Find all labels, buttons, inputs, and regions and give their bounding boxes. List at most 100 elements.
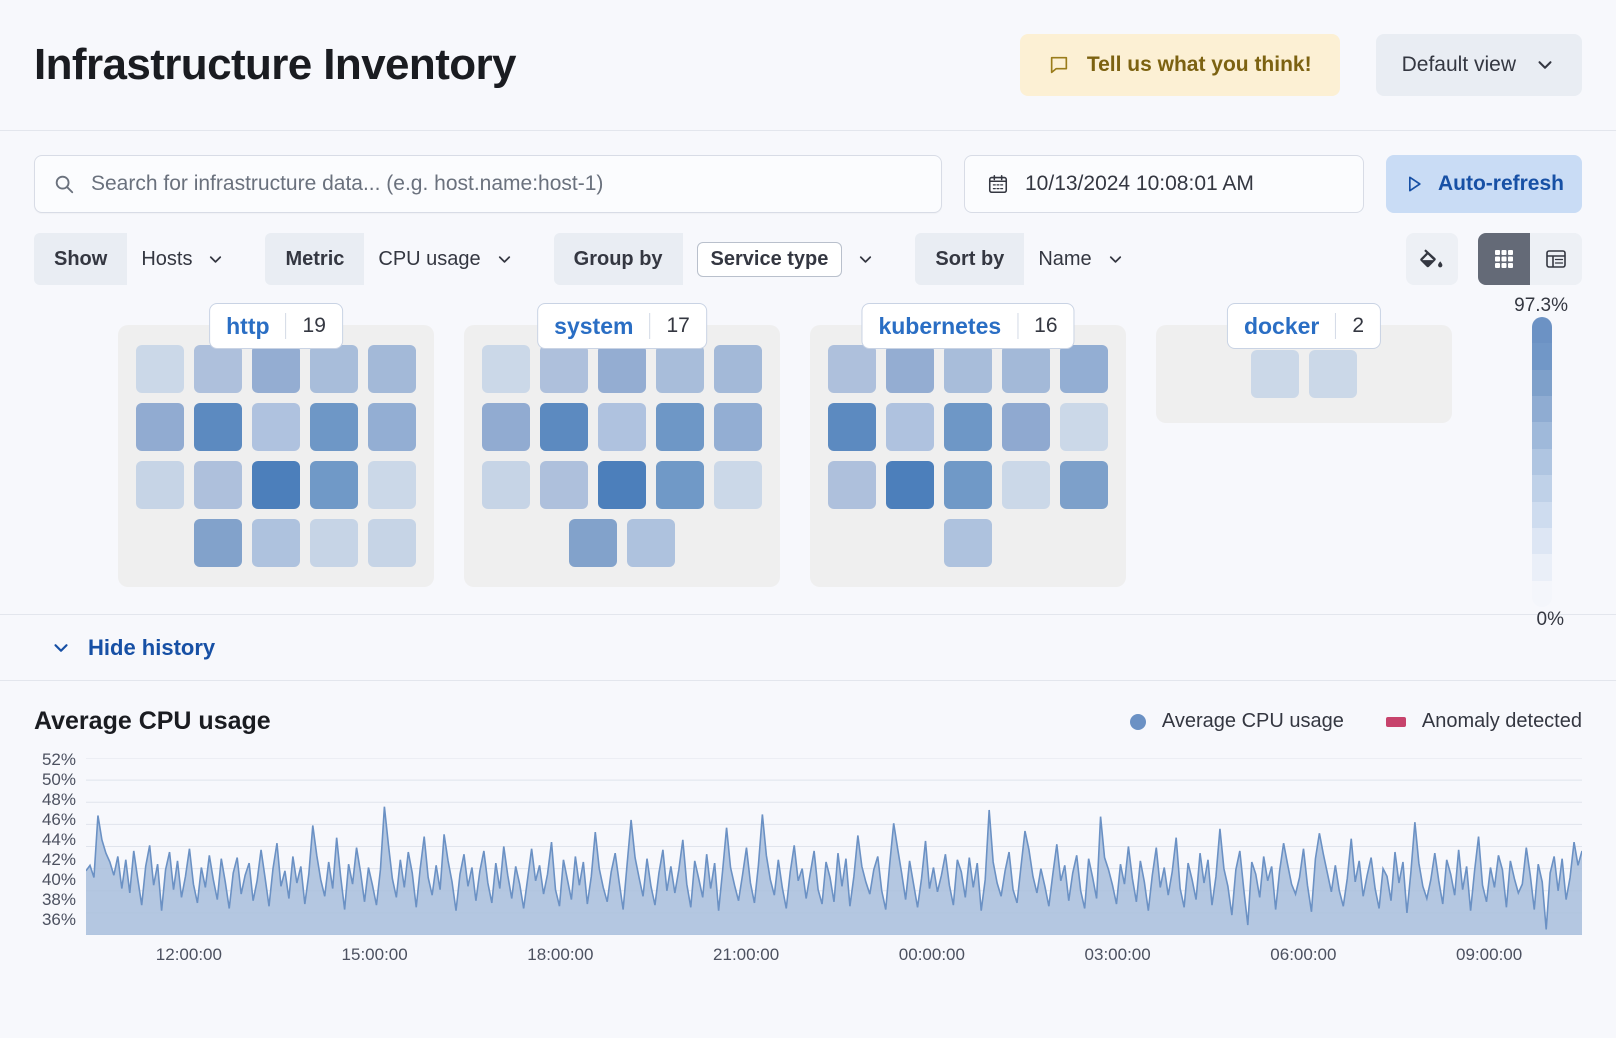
legend-min-label: 0% xyxy=(1536,609,1564,630)
node-cell[interactable] xyxy=(1002,461,1050,509)
node-cell[interactable] xyxy=(656,403,704,451)
node-cell[interactable] xyxy=(136,461,184,509)
group-count-label: 17 xyxy=(649,312,705,340)
node-cell[interactable] xyxy=(569,519,617,567)
node-cell[interactable] xyxy=(886,345,934,393)
node-cell[interactable] xyxy=(194,403,242,451)
node-cell[interactable] xyxy=(714,403,762,451)
node-cell[interactable] xyxy=(1060,461,1108,509)
group-name-label: kubernetes xyxy=(878,312,1002,339)
group-name-label: http xyxy=(226,312,270,339)
node-cell[interactable] xyxy=(252,345,300,393)
filter-group-by: Group by Service type xyxy=(553,233,894,285)
node-cell[interactable] xyxy=(944,403,992,451)
header-actions: Tell us what you think! Default view xyxy=(1019,34,1582,96)
node-cell[interactable] xyxy=(598,403,646,451)
page-title: Infrastructure Inventory xyxy=(34,40,517,89)
node-cell[interactable] xyxy=(598,345,646,393)
search-input[interactable] xyxy=(91,172,923,196)
node-cell[interactable] xyxy=(482,345,530,393)
y-axis-tick: 40% xyxy=(41,870,76,889)
feedback-button[interactable]: Tell us what you think! xyxy=(1019,34,1340,96)
node-cell[interactable] xyxy=(944,519,992,567)
node-cell[interactable] xyxy=(252,461,300,509)
node-cell[interactable] xyxy=(1002,345,1050,393)
group-box-http xyxy=(118,325,434,587)
node-cell[interactable] xyxy=(944,345,992,393)
waffle-row xyxy=(1174,350,1434,398)
node-cell[interactable] xyxy=(886,461,934,509)
node-cell[interactable] xyxy=(368,403,416,451)
node-cell[interactable] xyxy=(368,461,416,509)
node-cell[interactable] xyxy=(310,461,358,509)
node-cell[interactable] xyxy=(828,403,876,451)
table-view-icon[interactable] xyxy=(1530,233,1582,285)
node-cell[interactable] xyxy=(194,461,242,509)
chart-title: Average CPU usage xyxy=(34,707,271,735)
waffle-row xyxy=(136,345,416,393)
paint-bucket-icon[interactable] xyxy=(1406,233,1458,285)
node-cell[interactable] xyxy=(1060,403,1108,451)
node-cell[interactable] xyxy=(656,345,704,393)
node-cell[interactable] xyxy=(194,519,242,567)
node-cell[interactable] xyxy=(656,461,704,509)
node-cell[interactable] xyxy=(482,461,530,509)
node-cell[interactable] xyxy=(136,345,184,393)
node-cell[interactable] xyxy=(944,461,992,509)
node-cell[interactable] xyxy=(310,403,358,451)
x-axis-tick: 09:00:00 xyxy=(1456,945,1523,964)
filter-metric: Metric CPU usage xyxy=(265,233,531,285)
legend-segment xyxy=(1532,343,1552,370)
node-cell[interactable] xyxy=(252,403,300,451)
search-input-wrapper[interactable] xyxy=(34,155,942,213)
auto-refresh-button[interactable]: Auto-refresh xyxy=(1386,155,1582,213)
node-cell[interactable] xyxy=(714,345,762,393)
node-cell[interactable] xyxy=(310,519,358,567)
waffle-row xyxy=(136,403,416,451)
node-cell[interactable] xyxy=(310,345,358,393)
filter-group-by-label: Group by xyxy=(553,233,683,285)
filter-sort-by-value[interactable]: Name xyxy=(1024,233,1142,285)
node-cell[interactable] xyxy=(1002,403,1050,451)
legend-segment xyxy=(1532,475,1552,502)
node-cell[interactable] xyxy=(714,461,762,509)
filter-metric-value[interactable]: CPU usage xyxy=(364,233,531,285)
legend-segment xyxy=(1532,580,1552,607)
chart-header: Average CPU usage Average CPU usage Anom… xyxy=(34,707,1582,736)
filter-show-value[interactable]: Hosts xyxy=(127,233,243,285)
node-cell[interactable] xyxy=(368,519,416,567)
x-axis-tick: 21:00:00 xyxy=(713,945,780,964)
chart-line xyxy=(86,806,1582,930)
node-cell[interactable] xyxy=(540,403,588,451)
grid-view-icon[interactable] xyxy=(1478,233,1530,285)
node-cell[interactable] xyxy=(482,403,530,451)
chart-plot-area[interactable] xyxy=(86,758,1582,935)
hide-history-toggle[interactable]: Hide history xyxy=(0,615,1616,681)
node-cell[interactable] xyxy=(252,519,300,567)
node-cell[interactable] xyxy=(598,461,646,509)
node-cell[interactable] xyxy=(828,345,876,393)
waffle-row xyxy=(828,519,1108,567)
default-view-button[interactable]: Default view xyxy=(1375,34,1582,96)
node-cell[interactable] xyxy=(368,345,416,393)
node-cell[interactable] xyxy=(540,461,588,509)
filter-group-by-value[interactable]: Service type xyxy=(683,233,894,285)
node-cell[interactable] xyxy=(194,345,242,393)
date-picker[interactable]: 10/13/2024 10:08:01 AM xyxy=(964,155,1364,213)
node-cell[interactable] xyxy=(1251,350,1299,398)
node-cell[interactable] xyxy=(540,345,588,393)
page-header: Infrastructure Inventory Tell us what yo… xyxy=(0,0,1616,131)
node-cell[interactable] xyxy=(1309,350,1357,398)
node-cell[interactable] xyxy=(828,461,876,509)
x-axis-tick: 15:00:00 xyxy=(341,945,408,964)
node-cell[interactable] xyxy=(1060,345,1108,393)
node-cell[interactable] xyxy=(886,403,934,451)
node-cell[interactable] xyxy=(136,403,184,451)
node-cell[interactable] xyxy=(627,519,675,567)
